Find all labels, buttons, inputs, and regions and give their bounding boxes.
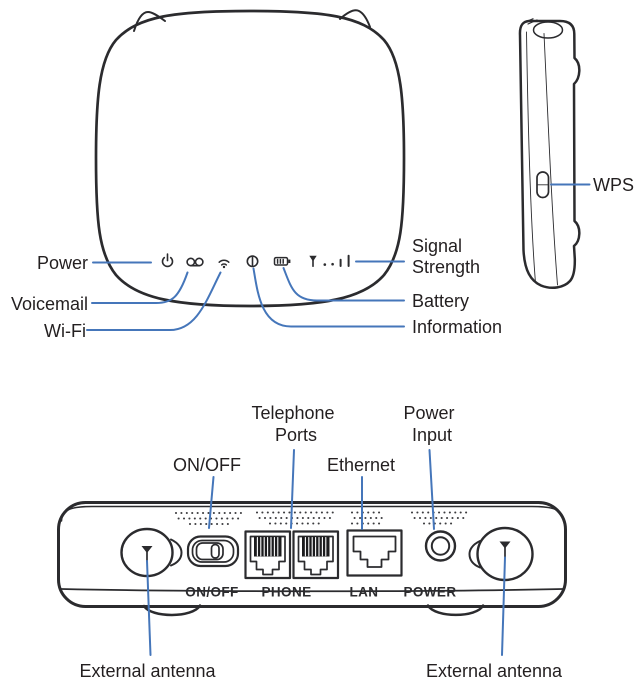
lan-port bbox=[346, 529, 403, 577]
speaker-dot-rows bbox=[174, 511, 470, 526]
side-top-tab-mark bbox=[523, 18, 538, 25]
ethernet-callout-label: Ethernet bbox=[327, 455, 395, 475]
power-icon bbox=[161, 253, 174, 268]
battery-icon bbox=[273, 256, 291, 266]
antenna-connector-right bbox=[468, 526, 534, 582]
telephone-ports-label-line2: Ports bbox=[275, 425, 317, 445]
signal-strength-label-line1: Signal bbox=[412, 236, 462, 256]
side-view-diagram bbox=[518, 18, 581, 290]
wifi-label: Wi-Fi bbox=[44, 321, 86, 341]
signal-strength-label-line2: Strength bbox=[412, 257, 480, 277]
telephone-callout-line bbox=[290, 449, 295, 529]
back-view-diagram bbox=[57, 501, 567, 617]
callout-lines bbox=[86, 183, 591, 656]
power-input-callout-line bbox=[428, 449, 435, 530]
back-panel-outline bbox=[57, 501, 567, 608]
external-antenna-right-label: External antenna bbox=[426, 661, 563, 681]
wps-button bbox=[536, 171, 550, 199]
antenna-left-flap bbox=[170, 538, 183, 567]
power-port-label: POWER bbox=[403, 585, 456, 600]
power-jack bbox=[424, 530, 457, 562]
phone-port-2 bbox=[292, 530, 340, 580]
back-panel-bottom-crease bbox=[60, 588, 564, 593]
wps-label: WPS bbox=[593, 175, 634, 195]
lan-port-label: LAN bbox=[350, 585, 379, 600]
information-icon bbox=[246, 255, 259, 268]
information-callout-line bbox=[252, 267, 405, 328]
front-top-tab-right bbox=[339, 9, 371, 28]
side-top-recess bbox=[532, 21, 564, 39]
phone-port-1 bbox=[244, 530, 292, 580]
power-label: Power bbox=[37, 253, 88, 273]
voicemail-label: Voicemail bbox=[11, 294, 88, 314]
power-input-label-line2: Input bbox=[412, 425, 452, 445]
foot-left bbox=[142, 604, 202, 617]
wifi-icon bbox=[218, 259, 230, 269]
phone-port-label: PHONE bbox=[261, 585, 311, 600]
antenna-icon bbox=[499, 541, 511, 559]
side-device-outline bbox=[518, 19, 581, 290]
wifi-callout-line bbox=[86, 271, 222, 331]
onoff-switch-grip bbox=[210, 543, 220, 559]
battery-callout-line bbox=[282, 267, 405, 302]
voicemail-icon bbox=[186, 257, 204, 267]
onoff-callout-label: ON/OFF bbox=[173, 455, 241, 475]
signal-strength-icon bbox=[309, 254, 350, 268]
external-antenna-left-callout-line bbox=[146, 560, 152, 656]
onoff-switch bbox=[186, 535, 240, 568]
labels: Power Voicemail Wi-Fi Signal Strength Ba… bbox=[11, 175, 634, 681]
antenna-right-flap bbox=[468, 540, 481, 569]
front-top-tab-left bbox=[133, 11, 166, 32]
side-seam-left bbox=[526, 31, 536, 284]
front-view-diagram bbox=[94, 9, 406, 308]
front-device-outline bbox=[94, 9, 406, 308]
onoff-port-label: ON/OFF bbox=[185, 585, 238, 600]
onoff-switch-knob bbox=[195, 542, 224, 561]
battery-label: Battery bbox=[412, 291, 469, 311]
external-antenna-left-label: External antenna bbox=[79, 661, 216, 681]
voicemail-callout-line bbox=[91, 271, 189, 304]
antenna-connector-left bbox=[120, 527, 183, 578]
indicator-icons bbox=[161, 253, 350, 269]
back-panel-top-lip bbox=[60, 505, 565, 522]
external-antenna-right-callout-line bbox=[501, 556, 506, 656]
antenna-icon bbox=[141, 546, 153, 563]
foot-right bbox=[426, 604, 485, 617]
telephone-ports-label-line1: Telephone bbox=[251, 403, 334, 423]
onoff-callout-line bbox=[208, 476, 215, 529]
power-input-label-line1: Power bbox=[403, 403, 454, 423]
information-label: Information bbox=[412, 317, 502, 337]
side-seam-right bbox=[543, 33, 558, 286]
